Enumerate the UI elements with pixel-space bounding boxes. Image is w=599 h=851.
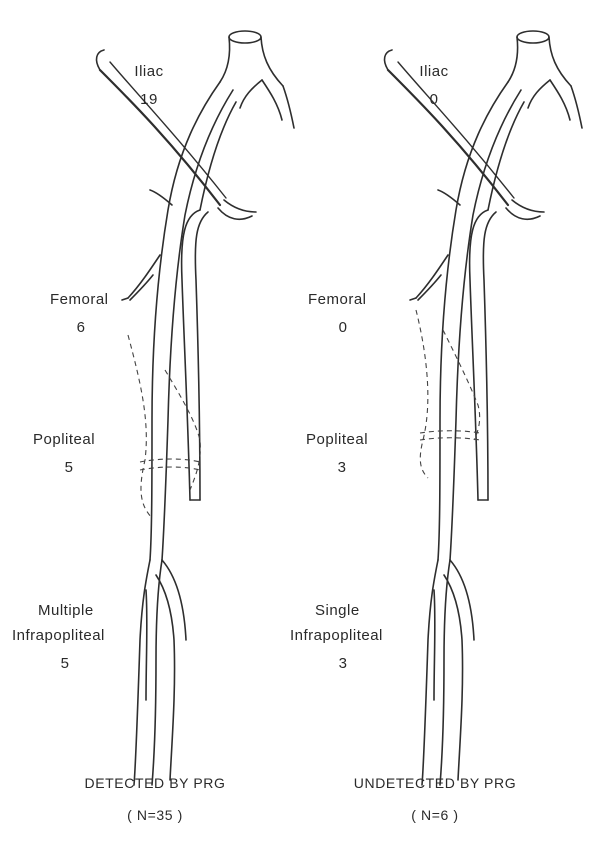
right-femoral-label: Femoral: [308, 292, 367, 307]
left-infra-count: 5: [12, 656, 118, 671]
left-femoral-count: 6: [50, 320, 112, 335]
left-caption: DETECTED BY PRG: [60, 775, 250, 791]
right-caption: UNDETECTED BY PRG: [335, 775, 535, 791]
right-iliac-count: 0: [413, 92, 455, 107]
left-infra-label-line1: Multiple: [38, 603, 94, 618]
right-infra-label-line1: Single: [315, 603, 360, 618]
right-n-count: ( N=6 ): [335, 807, 535, 823]
left-iliac-label: Iliac: [128, 64, 170, 79]
left-femoral-label: Femoral: [50, 292, 109, 307]
right-knee-outline: [416, 310, 480, 478]
right-infra-label-line2: Infrapopliteal: [290, 628, 383, 643]
left-popliteal-count: 5: [33, 460, 105, 475]
left-iliac-count: 19: [128, 92, 170, 107]
right-femoral-count: 0: [308, 320, 378, 335]
left-infra-label-line2: Infrapopliteal: [12, 628, 105, 643]
left-popliteal-label: Popliteal: [33, 432, 95, 447]
right-infra-count: 3: [290, 656, 396, 671]
right-popliteal-count: 3: [306, 460, 378, 475]
left-artery-drawing: [97, 31, 294, 785]
left-n-count: ( N=35 ): [60, 807, 250, 823]
right-popliteal-label: Popliteal: [306, 432, 368, 447]
right-iliac-label: Iliac: [413, 64, 455, 79]
right-artery-drawing: [385, 31, 582, 785]
